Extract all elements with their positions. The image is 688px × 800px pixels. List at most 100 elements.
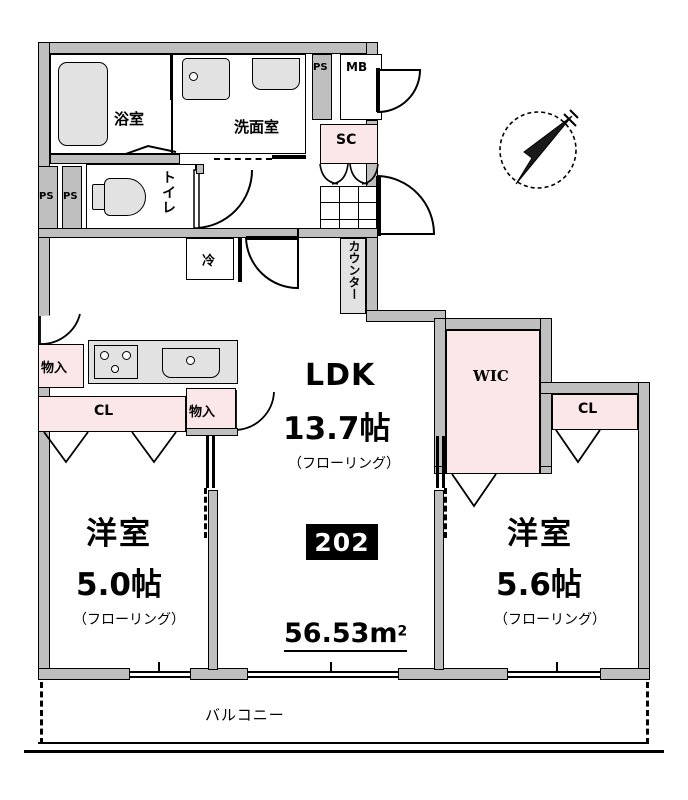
- entrance-tile-v2: [358, 186, 360, 236]
- counter-fixture: [340, 238, 366, 314]
- kitchen-door-leaf: [246, 236, 298, 240]
- window-bottom-3b: [508, 676, 600, 678]
- cl-right-label: CL: [578, 401, 598, 417]
- unit-number-badge: 202: [306, 524, 378, 560]
- wall-entry-bottom: [298, 228, 378, 238]
- cl-right-closet: [552, 394, 638, 430]
- ps-label-2: PS: [63, 191, 78, 202]
- bathroom-door-icon: [119, 144, 177, 157]
- wall-wic-top: [434, 318, 552, 330]
- bedroom-left-sliding-door: [204, 488, 207, 538]
- balcony-label: バルコニー: [205, 706, 285, 724]
- sc-closet: [320, 124, 378, 164]
- wall-monoire-lower-bottom: [186, 428, 238, 436]
- bedroom-left-size: 5.0帖: [76, 567, 162, 603]
- toilet-door-icon: [193, 169, 253, 230]
- wall-right-outer: [638, 382, 650, 680]
- wic-folding-door-icon: [451, 473, 497, 508]
- window-bottom-1: [130, 671, 190, 673]
- wall-fridge-right: [238, 238, 242, 282]
- window-bottom-2b: [248, 676, 398, 678]
- washbasin-bowl-icon: [189, 72, 198, 81]
- sc-label: SC: [336, 132, 357, 148]
- window-bottom-1b: [130, 676, 190, 678]
- washroom-door-dashed: [214, 158, 272, 160]
- total-area: 56.53m2: [284, 618, 408, 652]
- wall-ldk-north: [366, 310, 446, 322]
- fridge-space: [186, 238, 234, 280]
- ps-label-3: PS: [313, 62, 328, 73]
- toilet-label: トイレ: [160, 170, 176, 215]
- cl-left-closet: [38, 396, 186, 432]
- bedroom-left-flooring: （フローリング）: [73, 612, 185, 628]
- cl-left-label: CL: [94, 403, 114, 419]
- stove-burner-1-icon: [100, 351, 109, 360]
- monoire-upper-closet: [38, 344, 84, 388]
- monoire-upper-label: 物入: [41, 361, 68, 376]
- bathroom-label: 浴室: [114, 110, 145, 128]
- sc-folding-door-icon: [319, 163, 379, 185]
- ldk-size: 13.7帖: [283, 411, 391, 447]
- wall-wic-bottom: [434, 466, 446, 474]
- window-bottom-3: [508, 671, 600, 673]
- entrance-tile-h1: [320, 202, 378, 204]
- toilet-bowl-fixture: [104, 178, 146, 216]
- entrance-tile-h2: [320, 219, 378, 221]
- window-bottom-2: [248, 671, 398, 673]
- cl-right-folding-door-icon: [555, 429, 601, 464]
- wall-bedroom-left-right: [208, 490, 218, 670]
- balcony-bottom-line: [38, 742, 648, 744]
- wall-step-top: [540, 382, 650, 394]
- monoire-upper-door-icon[interactable]: [39, 313, 81, 346]
- north-arrow-icon: [499, 109, 579, 189]
- bedroom-right-door-track: [436, 436, 439, 488]
- balcony-right-edge: [646, 682, 649, 744]
- entrance-door-leaf: [376, 68, 380, 112]
- bedroom-right-door-track-2: [442, 436, 445, 488]
- bedroom-right-name: 洋室: [507, 516, 573, 552]
- balcony-left-edge: [40, 682, 43, 744]
- entrance-door-icon[interactable]: [377, 69, 422, 114]
- entrance-tile-area: [320, 186, 378, 236]
- wall-bottom-mid2-stub: [398, 668, 508, 680]
- bedroom-left-door-track: [206, 436, 209, 488]
- ps-label-1: PS: [39, 191, 54, 202]
- total-area-value: 56.53m: [284, 618, 398, 649]
- monoire-lower-door-icon[interactable]: [235, 390, 275, 432]
- wic-label: WIC: [473, 367, 509, 385]
- total-area-superscript: 2: [397, 623, 408, 640]
- bathtub-fixture: [58, 62, 108, 146]
- ldk-name: LDK: [305, 358, 376, 393]
- wall-bottom-left-stub: [38, 668, 130, 680]
- kitchen-door-icon[interactable]: [244, 237, 299, 290]
- stove-burner-3-icon: [111, 365, 119, 373]
- wall-top-left: [38, 42, 378, 54]
- window-mullion-1: [158, 662, 160, 672]
- monoire-lower-label: 物入: [189, 405, 216, 420]
- bedroom-right-size: 5.6帖: [496, 567, 582, 603]
- entrance-tile-v1: [339, 186, 341, 236]
- mb-label: MB: [346, 60, 368, 74]
- wall-wash-bottom: [50, 154, 180, 164]
- wall-bottom-right-stub: [600, 668, 650, 680]
- wall-bath-wash-divider: [170, 54, 173, 100]
- counter-label: カウンター: [347, 240, 361, 300]
- window-mullion-3: [556, 662, 558, 672]
- stove-fixture: [94, 345, 138, 379]
- wall-wic-right: [540, 318, 552, 474]
- unit-number-label: 202: [314, 527, 370, 557]
- bedroom-right-sliding-door: [444, 488, 447, 538]
- washing-machine-fixture: [252, 58, 300, 90]
- hall-door-icon[interactable]: [377, 174, 436, 236]
- wall-toilet-right: [196, 164, 204, 174]
- balcony-outer-line: [24, 750, 664, 753]
- wall-bottom-mid-stub: [190, 668, 248, 680]
- bedroom-left-door-track-2: [212, 436, 215, 488]
- hall-door-leaf: [376, 176, 381, 236]
- bedroom-left-name: 洋室: [86, 516, 152, 552]
- bedroom-right-flooring: （フローリング）: [494, 612, 606, 628]
- wall-wic-bottom-r: [540, 466, 552, 474]
- wic-closet: [446, 330, 540, 474]
- ldk-flooring: （フローリング）: [288, 456, 400, 472]
